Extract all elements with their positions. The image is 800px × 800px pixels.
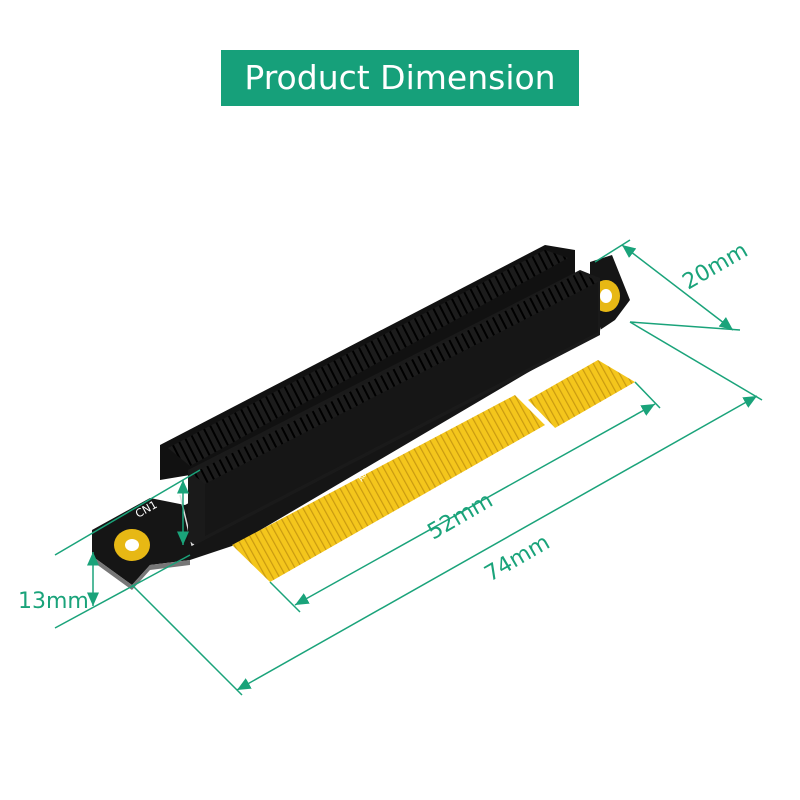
page-title: Product Dimension — [221, 50, 579, 106]
dimension-total-length-label: 74mm — [481, 530, 555, 587]
dimension-lines — [54, 239, 763, 696]
dimension-finger-length-label: 52mm — [424, 488, 498, 545]
dimension-height-label: 13mm — [18, 589, 89, 614]
mounting-hole-left — [114, 529, 150, 561]
dimension-depth-label: 20mm — [679, 238, 753, 295]
label-a1: A1 — [567, 357, 579, 369]
